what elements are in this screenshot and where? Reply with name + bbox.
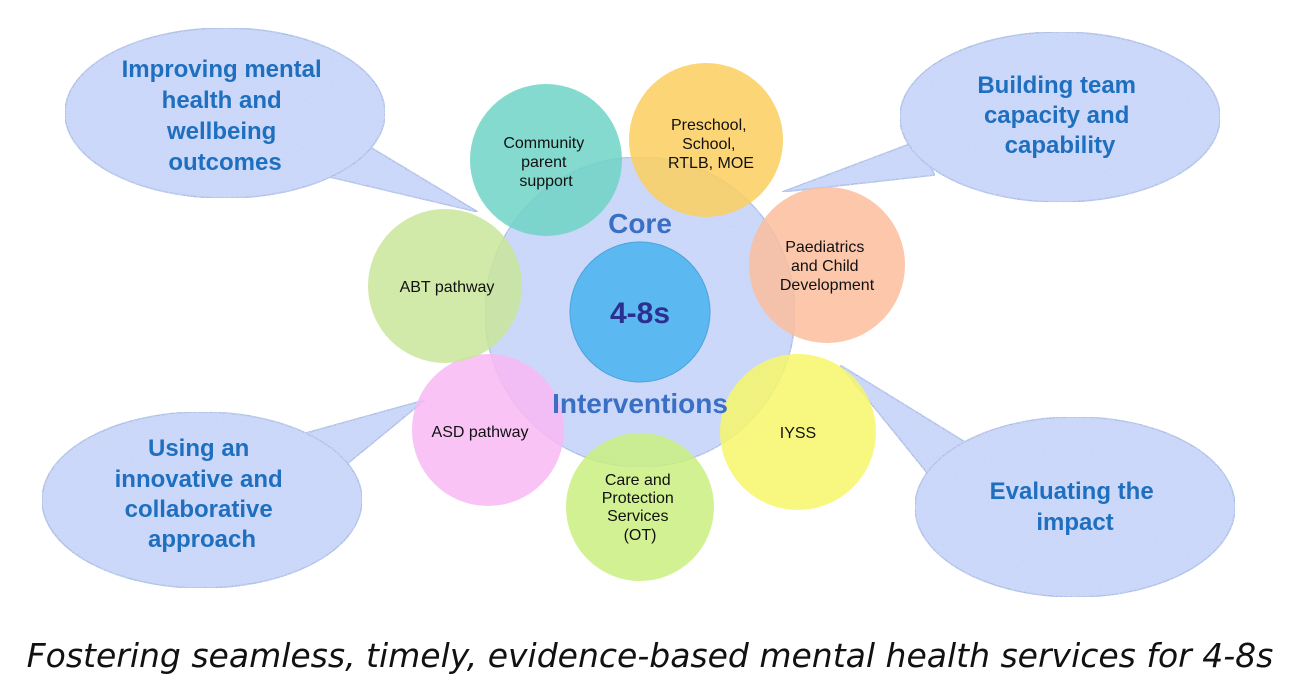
callout-text-improving: Improving mental health and wellbeing ou… [122, 56, 329, 176]
callout-building: Building team capacity and capability [781, 31, 1221, 203]
node-label-abt: ABT pathway [400, 279, 495, 296]
node-paediatrics: Paediatrics and Child Development [749, 187, 905, 343]
node-asd: ASD pathway [412, 354, 564, 506]
node-label-iyss: IYSS [780, 425, 816, 442]
callout-using: Using an innovative and collaborative ap… [41, 399, 426, 589]
callout-text-evaluating: Evaluating the impact [990, 478, 1161, 536]
node-community: Community parent support [470, 84, 622, 236]
node-iyss: IYSS [720, 354, 876, 510]
node-circle-asd [412, 354, 564, 506]
node-circle-community [470, 84, 622, 236]
hub-label: 4-8s [610, 297, 670, 330]
node-preschool: Preschool, School, RTLB, MOE [629, 63, 783, 217]
node-abt: ABT pathway [368, 209, 522, 363]
node-label-preschool: Preschool, School, RTLB, MOE [668, 117, 754, 172]
node-label-paediatrics: Paediatrics and Child Development [780, 239, 875, 294]
node-circle-paediatrics [749, 187, 905, 343]
node-circle-iyss [720, 354, 876, 510]
node-label-asd: ASD pathway [432, 424, 529, 441]
hub: 4-8s [569, 241, 711, 383]
diagram-canvas: Improving mental health and wellbeing ou… [41, 27, 1236, 598]
callout-text-using: Using an innovative and collaborative ap… [115, 435, 290, 553]
node-circle-care [566, 433, 714, 581]
callout-bubble-improving [64, 27, 386, 199]
callout-bubble-using [41, 411, 363, 589]
callout-improving: Improving mental health and wellbeing ou… [64, 27, 479, 213]
node-care: Care and Protection Services (OT) [566, 433, 714, 581]
caption: Fostering seamless, timely, evidence-bas… [26, 636, 1274, 675]
node-circle-abt [368, 209, 522, 363]
callout-bubble-evaluating [914, 416, 1236, 598]
node-label-community: Community parent support [503, 135, 588, 190]
hub-circle [569, 241, 711, 383]
callout-bubble-building [899, 31, 1221, 203]
core-label-bottom: Interventions [552, 388, 728, 419]
callout-text-building: Building team capacity and capability [977, 72, 1142, 159]
node-label-care: Care and Protection Services (OT) [602, 472, 679, 544]
callout-evaluating: Evaluating the impact [839, 364, 1236, 598]
node-circle-preschool [629, 63, 783, 217]
core-label-top: Core [608, 208, 672, 239]
